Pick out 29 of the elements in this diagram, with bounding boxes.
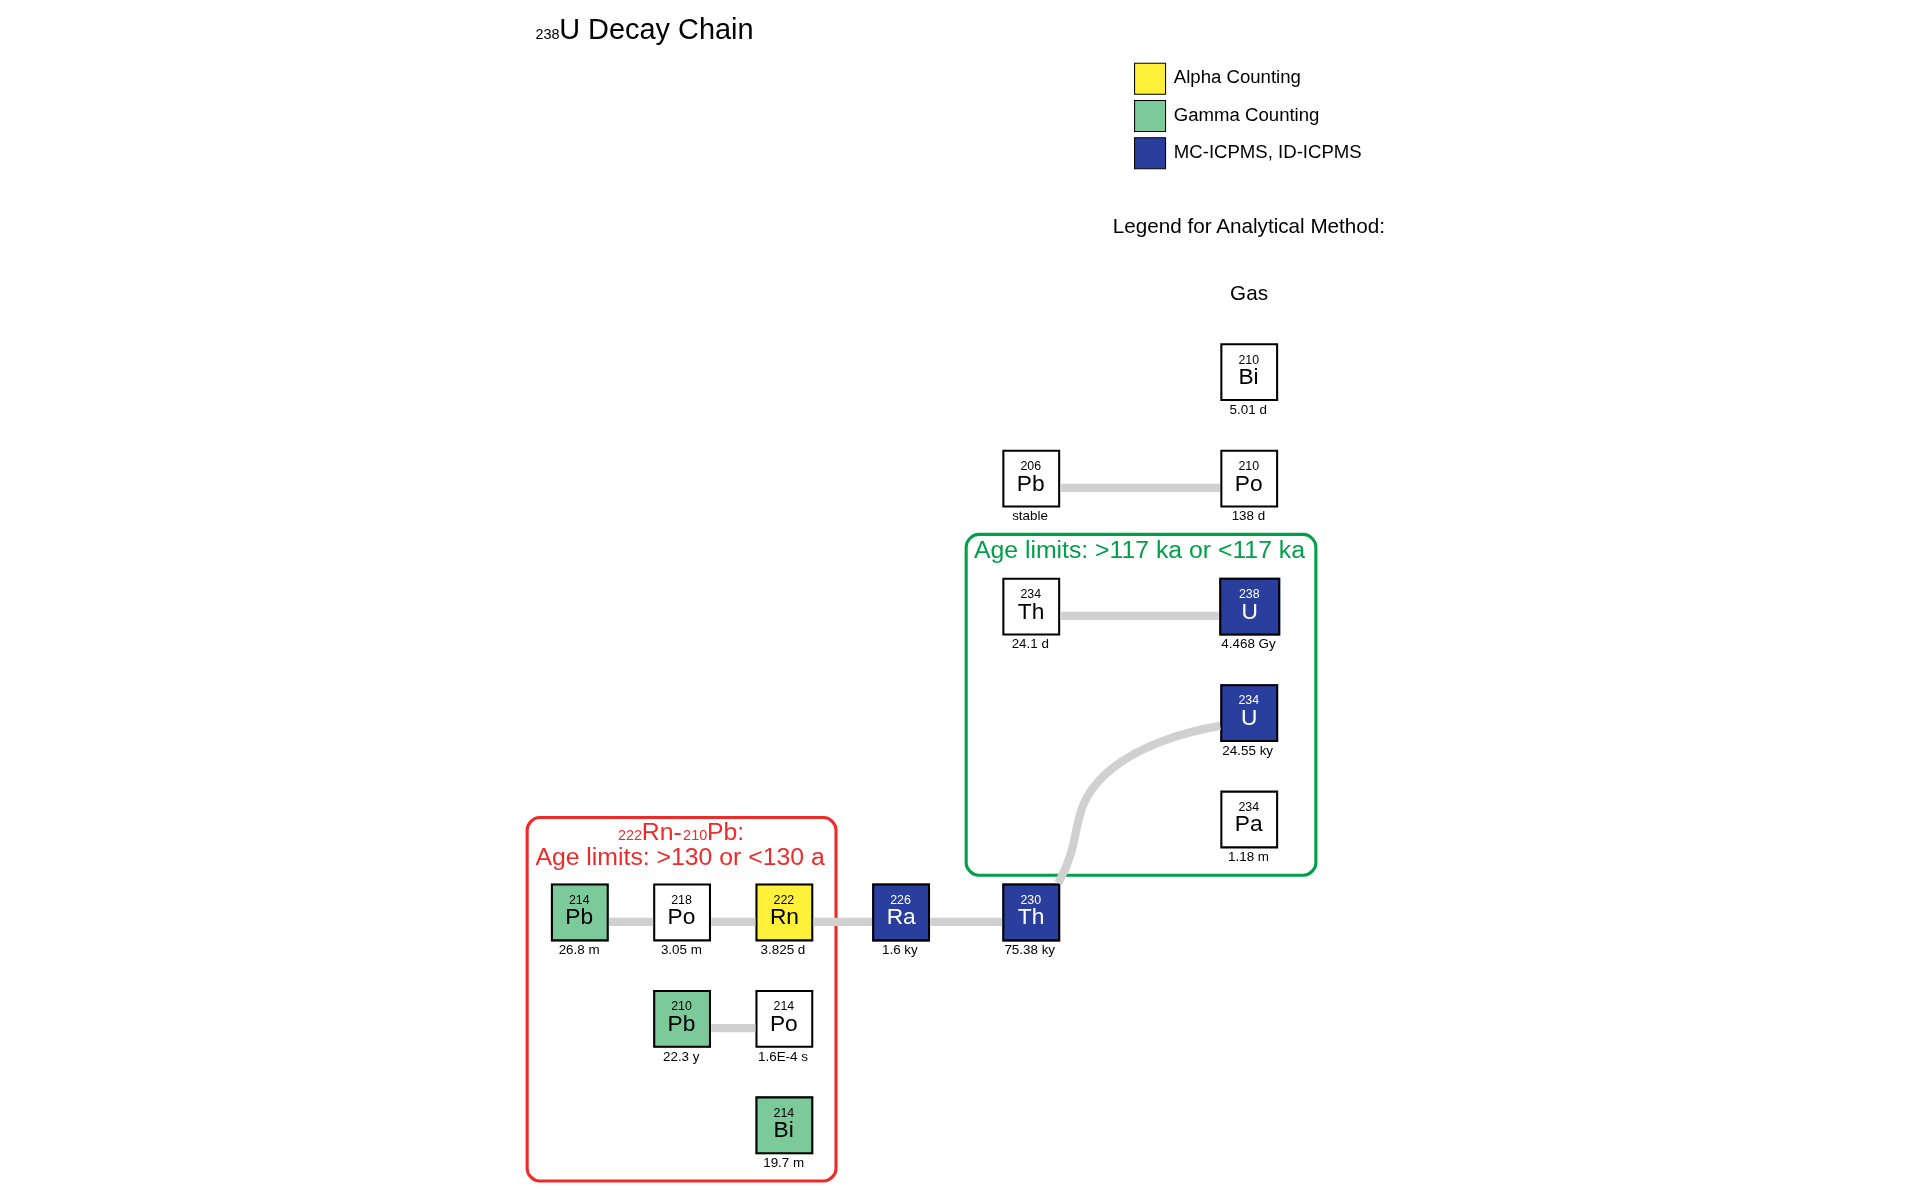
- connector: [711, 917, 756, 926]
- legend-label: MC-ICPMS, ID-ICPMS: [1173, 140, 1362, 162]
- legend-label: Gamma Counting: [1173, 103, 1320, 125]
- label: Gas: [1230, 280, 1269, 304]
- connector: [1060, 483, 1220, 492]
- node-label: 5.01 d: [1229, 401, 1267, 417]
- node-label: 1.18 m: [1228, 849, 1270, 865]
- node-label: 138 d: [1231, 508, 1266, 524]
- node-label: 1.6 ky: [881, 942, 918, 958]
- node-label: 3.825 d: [760, 942, 806, 958]
- connector: [813, 917, 872, 926]
- node-label: 24.55 ky: [1222, 742, 1274, 758]
- node-label: 22.3 y: [662, 1048, 700, 1064]
- node-label: 24.1 d: [1011, 636, 1049, 652]
- diagram-title: 238U Decay Chain: [535, 12, 754, 45]
- connector: [711, 1024, 756, 1033]
- connector: [930, 917, 1003, 926]
- legend-label: Alpha Counting: [1173, 66, 1301, 88]
- node-label: stable: [1012, 508, 1048, 524]
- node-label: 75.38 ky: [1004, 942, 1056, 958]
- node-label: 4.468 Gy: [1221, 636, 1276, 652]
- node-label: 1.6E-4 s: [758, 1048, 808, 1064]
- node-label: 3.05 m: [660, 942, 702, 958]
- node-label: 19.7 m: [763, 1155, 805, 1171]
- connector: [1060, 611, 1219, 621]
- connector: [608, 917, 654, 926]
- node-label: 26.8 m: [558, 942, 600, 958]
- label: Legend for Analytical Method:: [1112, 213, 1386, 237]
- connector: [1054, 721, 1221, 886]
